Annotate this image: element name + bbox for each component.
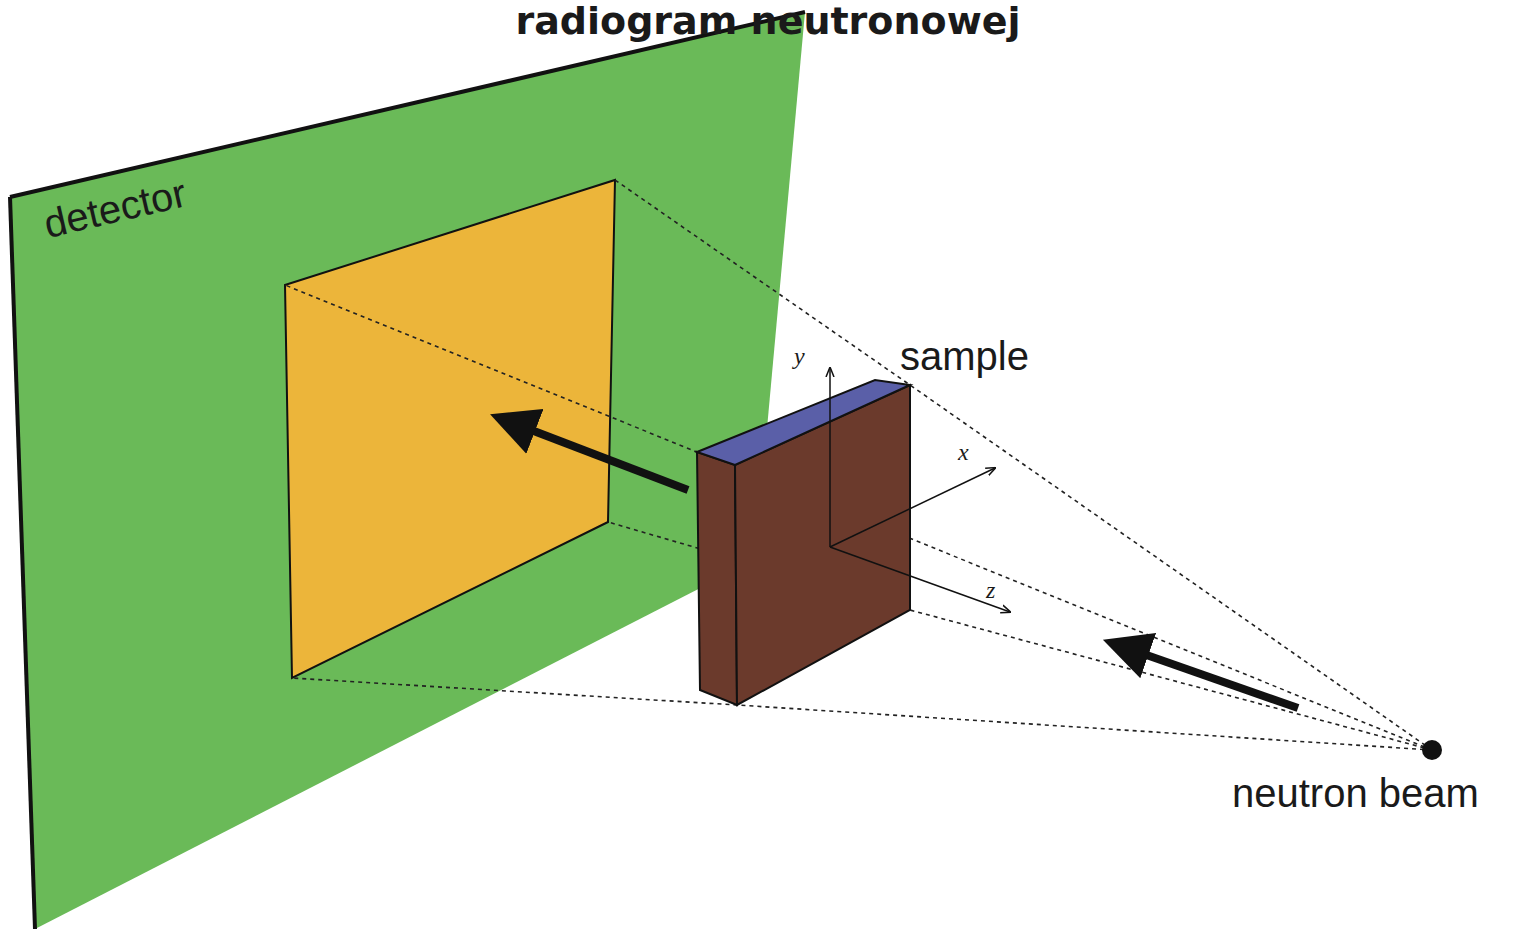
beam-rays bbox=[285, 180, 1432, 750]
beam-arrow bbox=[1118, 645, 1298, 708]
part-label: sample bbox=[900, 336, 1029, 376]
axis-label: y bbox=[794, 344, 805, 368]
title: radiogram neutronowej bbox=[515, 2, 1020, 40]
detector-edge bbox=[10, 197, 35, 929]
sample-side bbox=[697, 452, 737, 705]
axis-label: z bbox=[986, 578, 995, 602]
detector-plane bbox=[10, 12, 805, 929]
beam-arrow bbox=[505, 420, 688, 490]
axis-label: x bbox=[958, 440, 969, 464]
axes bbox=[830, 368, 1010, 612]
part-label: neutron beam bbox=[1232, 773, 1479, 813]
sample-top bbox=[697, 380, 910, 465]
image-area bbox=[285, 180, 615, 678]
neutron-source bbox=[1422, 740, 1442, 760]
